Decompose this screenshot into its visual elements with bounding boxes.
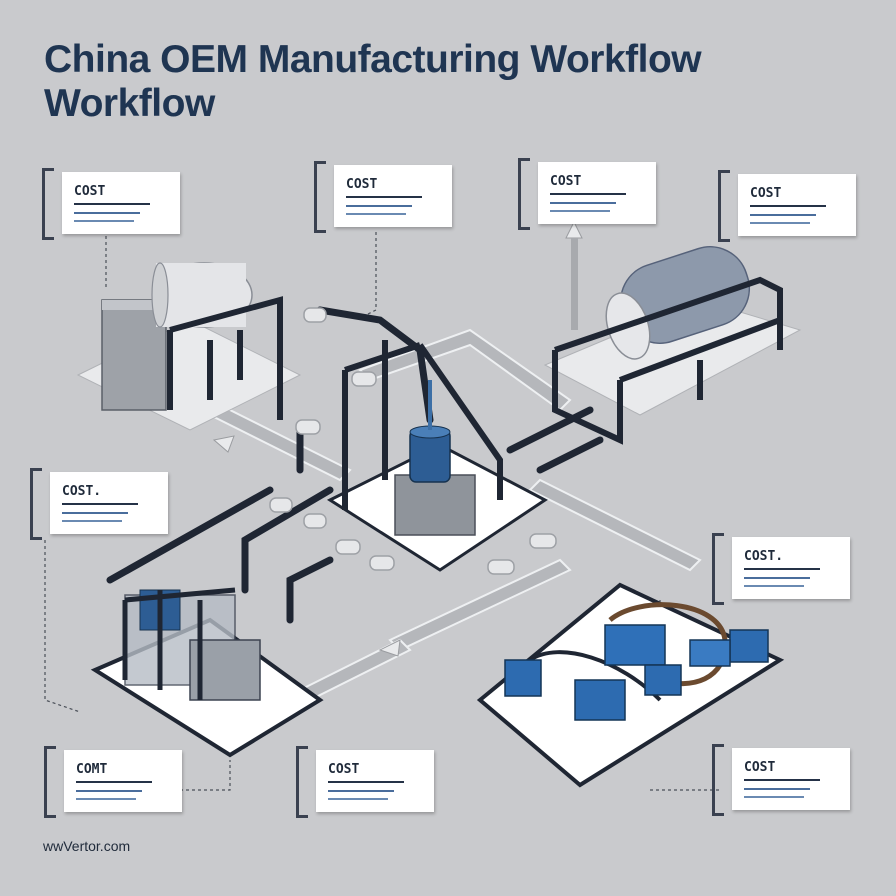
card-bracket	[712, 744, 724, 816]
text-line	[328, 781, 404, 783]
text-line	[744, 779, 820, 781]
text-line	[346, 196, 422, 198]
text-line	[744, 568, 820, 570]
station-tank-machine	[76, 262, 302, 431]
text-line	[744, 788, 810, 790]
cost-card: COMT	[44, 746, 182, 818]
card-bracket	[44, 746, 56, 818]
text-line	[750, 214, 816, 216]
text-line	[62, 520, 122, 522]
text-line	[550, 210, 610, 212]
text-line	[74, 220, 134, 222]
arrow-up-icon	[565, 220, 583, 239]
text-line	[328, 798, 388, 800]
text-line	[750, 222, 810, 224]
cost-label: COMT	[76, 762, 108, 777]
cost-card: COST	[314, 161, 452, 233]
station-central-mixer	[326, 340, 548, 572]
text-line	[346, 205, 412, 207]
cost-label: COST	[328, 762, 360, 777]
cost-label: COST	[744, 760, 776, 775]
station-roller-machine	[543, 246, 802, 445]
footer-watermark: wwVertor.com	[43, 838, 131, 854]
arrow-up-stem	[571, 238, 578, 330]
card-bracket	[718, 170, 730, 242]
card-bracket	[42, 168, 54, 240]
cost-card: COST	[42, 168, 180, 240]
text-line	[76, 790, 142, 792]
cost-label: COST	[346, 177, 378, 192]
card-bracket	[518, 158, 530, 230]
card-bracket	[30, 468, 42, 540]
cost-card: COST.	[30, 468, 168, 540]
cost-label: COST	[550, 174, 582, 189]
text-line	[550, 193, 626, 195]
text-line	[744, 796, 804, 798]
cost-card: COST	[518, 158, 656, 230]
cost-label: COST	[750, 186, 782, 201]
pipe-elbows	[269, 307, 557, 575]
arrow-left-icon	[212, 435, 235, 453]
arrow-left-icon	[378, 639, 401, 657]
cost-card: COST	[296, 746, 434, 818]
station-assembly-cell	[90, 587, 324, 758]
text-line	[328, 790, 394, 792]
cost-card: COST	[718, 170, 856, 242]
text-line	[62, 512, 128, 514]
arrow-heads	[212, 220, 583, 657]
cost-label: COST.	[62, 484, 102, 499]
station-pump-machinery	[476, 582, 785, 788]
text-line	[74, 203, 150, 205]
text-line	[76, 798, 136, 800]
text-line	[62, 503, 138, 505]
card-bracket	[712, 533, 724, 605]
card-bracket	[296, 746, 308, 818]
text-line	[346, 213, 406, 215]
page-title: China OEM Manufacturing Workflow Workflo…	[44, 38, 702, 125]
text-line	[750, 205, 826, 207]
card-bracket	[314, 161, 326, 233]
cost-card: COST	[712, 744, 850, 816]
text-line	[74, 212, 140, 214]
cost-label: COST.	[744, 549, 784, 564]
text-line	[550, 202, 616, 204]
text-line	[744, 585, 804, 587]
cost-card: COST.	[712, 533, 850, 605]
text-line	[76, 781, 152, 783]
pipe-network	[106, 306, 604, 624]
text-line	[744, 577, 810, 579]
cost-label: COST	[74, 184, 106, 199]
